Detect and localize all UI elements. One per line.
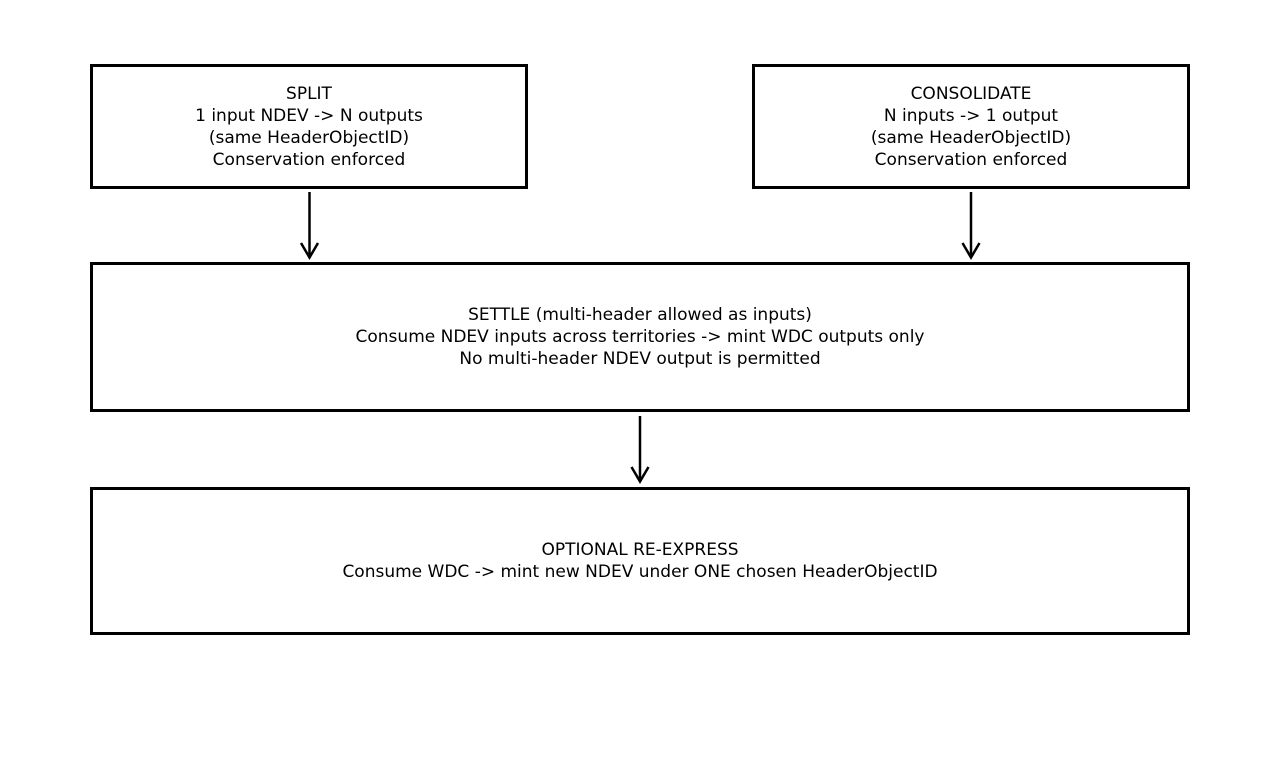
node-consolidate-title: CONSOLIDATE — [910, 83, 1032, 104]
node-consolidate-line: N inputs -> 1 output — [883, 105, 1059, 126]
arrow-settle-to-reexpress — [630, 416, 650, 484]
node-consolidate-line: (same HeaderObjectID) — [870, 127, 1072, 148]
node-settle: SETTLE (multi-header allowed as inputs) … — [90, 262, 1190, 412]
node-reexpress: OPTIONAL RE-EXPRESS Consume WDC -> mint … — [90, 487, 1190, 635]
node-split-title: SPLIT — [286, 83, 332, 104]
arrow-split-to-settle — [299, 192, 320, 260]
node-split-line: 1 input NDEV -> N outputs — [195, 105, 423, 126]
arrow-consolidate-to-settle — [961, 192, 981, 260]
node-consolidate-line: Conservation enforced — [874, 149, 1068, 170]
node-split: SPLIT 1 input NDEV -> N outputs (same He… — [90, 64, 528, 189]
node-reexpress-line: Consume WDC -> mint new NDEV under ONE c… — [342, 562, 938, 582]
node-settle-line: Consume NDEV inputs across territories -… — [355, 327, 925, 347]
node-settle-line: No multi-header NDEV output is permitted — [459, 349, 821, 369]
node-settle-title: SETTLE (multi-header allowed as inputs) — [468, 305, 812, 325]
node-consolidate: CONSOLIDATE N inputs -> 1 output (same H… — [752, 64, 1190, 189]
node-split-line: (same HeaderObjectID) — [208, 127, 410, 148]
node-split-line: Conservation enforced — [212, 149, 406, 170]
node-reexpress-title: OPTIONAL RE-EXPRESS — [541, 540, 739, 560]
